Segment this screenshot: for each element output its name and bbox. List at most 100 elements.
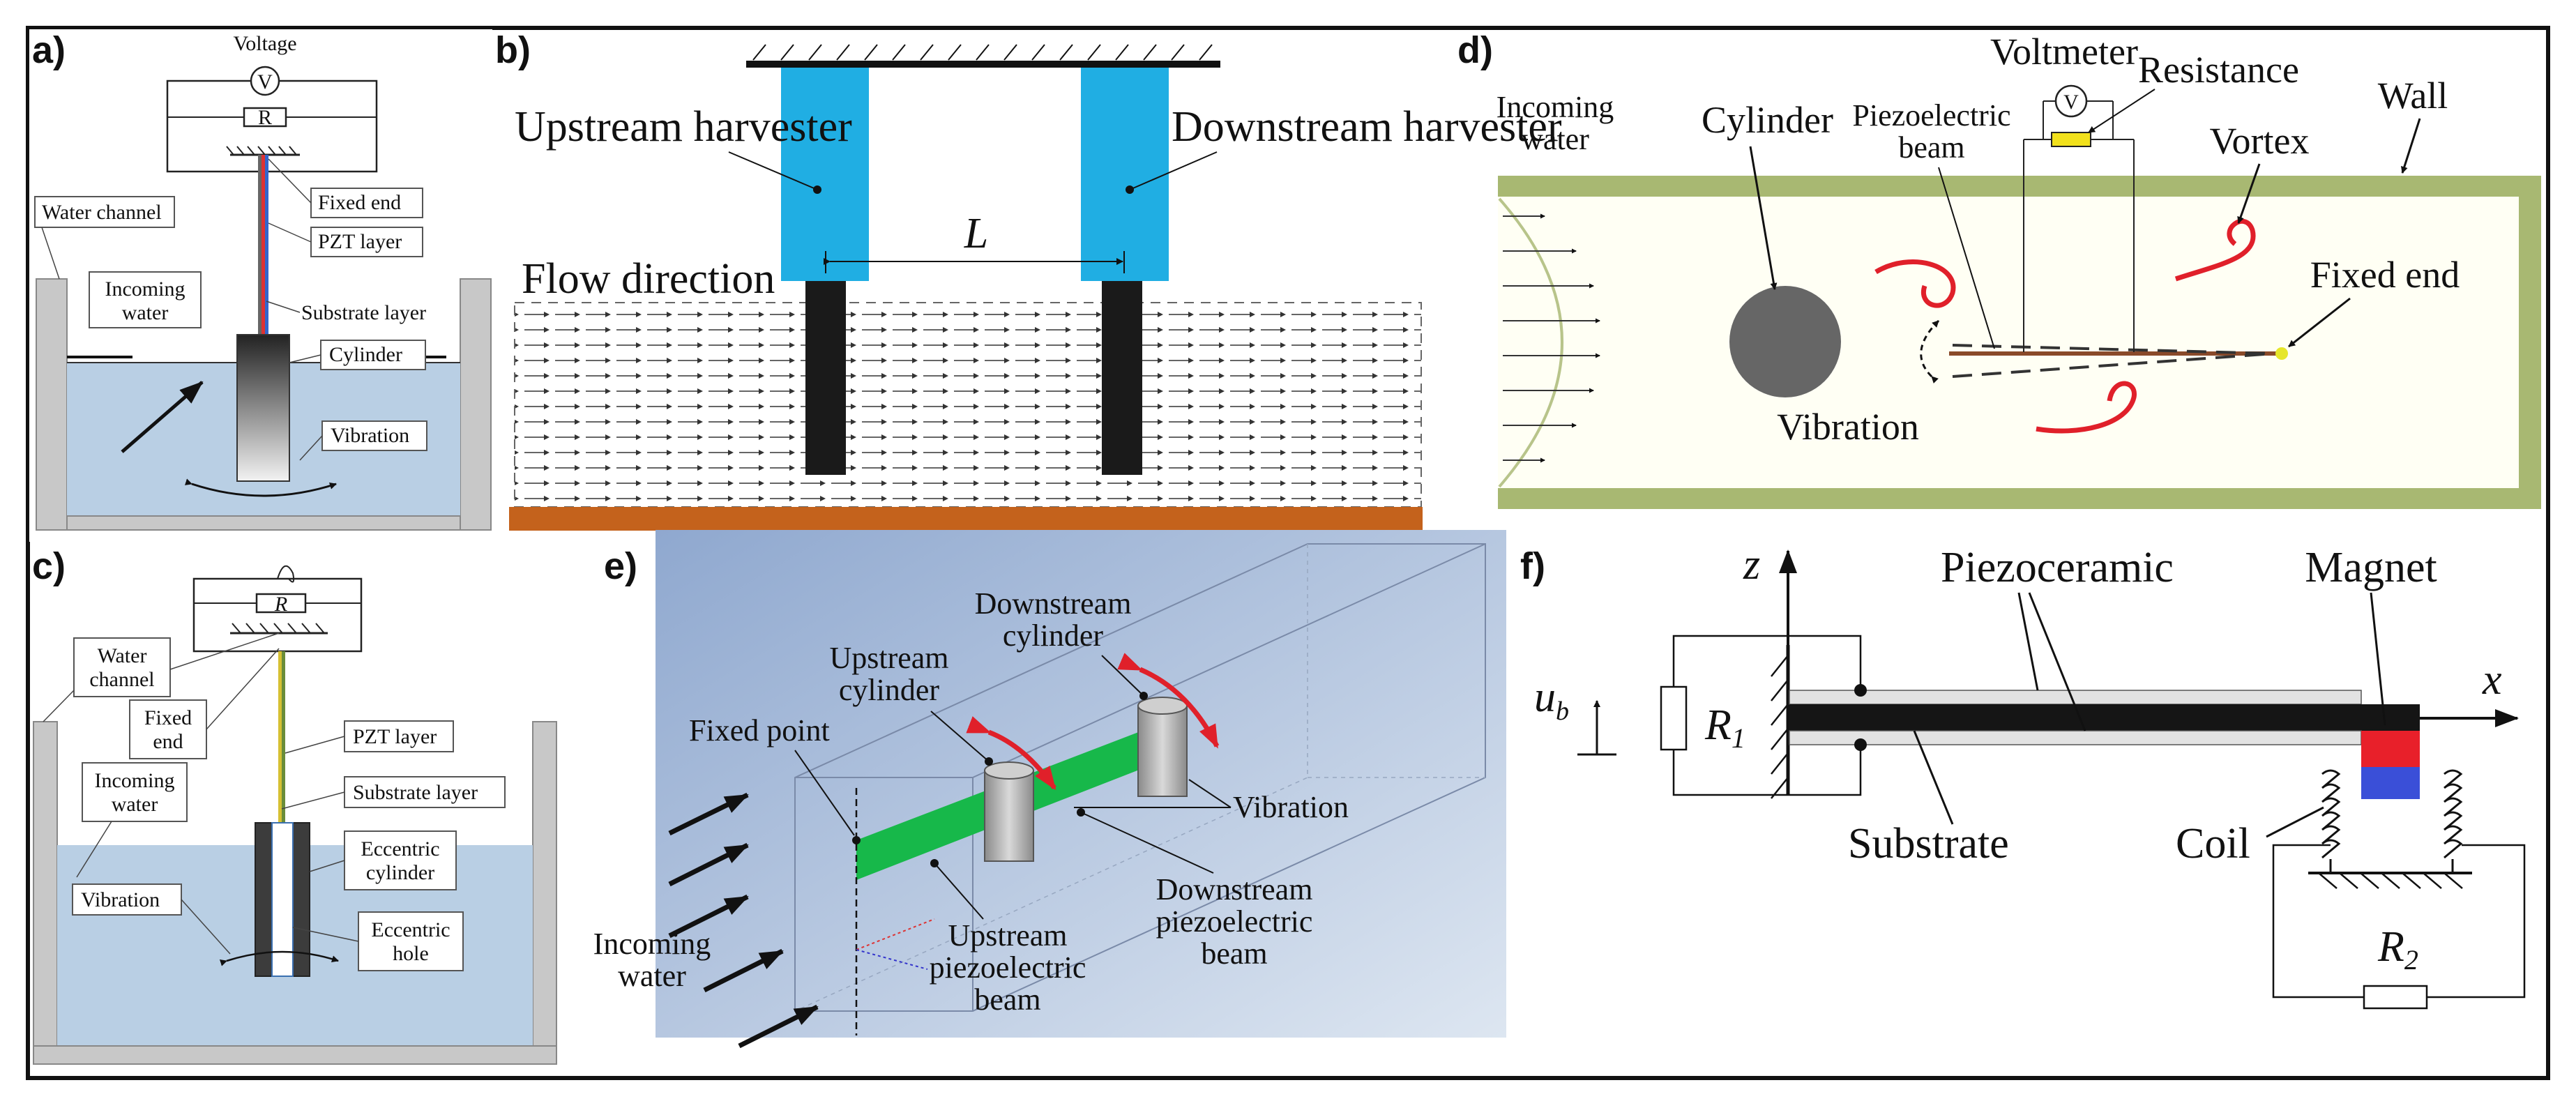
piezoceramic-label: Piezoceramic bbox=[1941, 544, 2174, 591]
resistance-icon-d bbox=[2051, 132, 2091, 147]
channel-wall-left-c bbox=[33, 721, 58, 1063]
panel-e: e) Downstream cylinder Upstr bbox=[593, 530, 1506, 1049]
incoming-water-d-line1: Incoming bbox=[1497, 90, 1614, 124]
panel-f-label: f) bbox=[1520, 545, 1545, 587]
downstream-beam-e-line3: beam bbox=[1201, 936, 1267, 971]
incoming-water-box-c bbox=[82, 762, 188, 822]
flow-field-b bbox=[514, 302, 1422, 508]
downstream-cylinder-e-line2: cylinder bbox=[1003, 618, 1104, 653]
downstream-beam-e-line2: piezoelectric bbox=[1156, 904, 1313, 939]
coil-label: Coil bbox=[2176, 820, 2250, 867]
wall-top-d bbox=[1498, 176, 2541, 197]
fixed-end-box-c bbox=[129, 699, 207, 759]
wall-label: Wall bbox=[2378, 75, 2448, 116]
water-channel-box-a bbox=[34, 196, 175, 228]
vibration-arrow-e1 bbox=[966, 716, 1056, 791]
magnet-blue bbox=[2361, 767, 2420, 799]
resistor-icon bbox=[243, 107, 287, 128]
resistor-r2-icon bbox=[2363, 985, 2428, 1010]
vibration-box-c bbox=[72, 883, 182, 916]
pzt-box-c bbox=[344, 720, 454, 752]
fixed-end-dot-d bbox=[2275, 347, 2288, 360]
water-channel-c-line1: Water bbox=[98, 644, 147, 667]
fixed-end-c-line2: end bbox=[153, 730, 183, 753]
velocity-profile bbox=[1498, 197, 1563, 488]
fixed-point-label: Fixed point bbox=[689, 713, 830, 747]
downstream-cylinder-e bbox=[1137, 705, 1188, 797]
vibration-label-c: Vibration bbox=[81, 888, 160, 911]
voltmeter-symbol: V bbox=[257, 70, 273, 93]
upstream-bluff-body bbox=[805, 281, 846, 475]
vibration-label-a: Vibration bbox=[331, 424, 409, 447]
incoming-water-c-line1: Incoming bbox=[95, 769, 175, 792]
eccentric-cylinder-c-line1: Eccentric bbox=[361, 837, 439, 860]
cylinder-a bbox=[236, 334, 290, 482]
cylinder-box-a bbox=[320, 340, 426, 370]
incoming-water-c-line2: water bbox=[112, 793, 158, 816]
panel-c-label: c) bbox=[32, 545, 66, 587]
pzt-label-a: PZT layer bbox=[318, 230, 402, 253]
panel-c: c) R Water channel Fixed end Incoming wa… bbox=[32, 545, 557, 1065]
downstream-harvester-block bbox=[1081, 68, 1169, 281]
vibration-arrow-e2 bbox=[1117, 653, 1220, 749]
panel-f: f) z x R1 ub R2 bbox=[1520, 541, 2526, 1010]
downstream-harvester-label: Downstream harvester bbox=[1172, 103, 1562, 151]
wall-bottom-d bbox=[1498, 488, 2541, 509]
water-channel-c-line2: channel bbox=[89, 668, 154, 691]
piezoceramic-top bbox=[1789, 690, 2362, 705]
panel-b-label: b) bbox=[495, 29, 531, 71]
pzt-label-c: PZT layer bbox=[353, 725, 437, 748]
vortex-label: Vortex bbox=[2210, 120, 2310, 162]
fixed-end-label-a: Fixed end bbox=[318, 191, 401, 214]
voltmeter-symbol-d: V bbox=[2063, 91, 2079, 114]
ub-label: ub bbox=[1534, 674, 1569, 726]
channel-wall-right bbox=[460, 278, 492, 531]
substrate-label-a: Substrate layer bbox=[301, 301, 426, 324]
voltmeter-icon bbox=[250, 66, 280, 96]
panel-d-label: d) bbox=[1457, 29, 1493, 71]
figure-frame bbox=[26, 26, 2550, 1080]
z-axis-label: z bbox=[1743, 541, 1760, 589]
incoming-water-a-line2: water bbox=[122, 301, 169, 324]
piezo-beam-d-line2: beam bbox=[1898, 130, 1964, 165]
substrate-label-c: Substrate layer bbox=[353, 781, 478, 804]
vibration-box-a bbox=[321, 420, 427, 451]
r2-label: R2 bbox=[2377, 923, 2418, 976]
vibration-label-e: Vibration bbox=[1233, 790, 1349, 824]
x-axis-label: x bbox=[2482, 656, 2502, 704]
substrate-beam bbox=[1789, 704, 2420, 731]
r1-label: R1 bbox=[1704, 701, 1745, 754]
voltage-label: Voltage bbox=[233, 32, 296, 55]
resistor-symbol: R bbox=[258, 106, 272, 129]
cylinder-label-a: Cylinder bbox=[329, 343, 402, 366]
upstream-cylinder-e-line2: cylinder bbox=[839, 673, 940, 707]
eccentric-cylinder-c-line2: cylinder bbox=[366, 861, 434, 884]
downstream-beam-e-line1: Downstream bbox=[1156, 872, 1313, 906]
vibration-label-d: Vibration bbox=[1777, 406, 1919, 448]
panel-e-label: e) bbox=[604, 545, 637, 587]
downstream-cylinder-e-line1: Downstream bbox=[975, 586, 1132, 621]
fixed-end-c-line1: Fixed bbox=[144, 706, 192, 729]
substrate-label-f: Substrate bbox=[1848, 820, 2009, 867]
panel-d: d) V Voltmet bbox=[1457, 29, 2541, 509]
magnet-label: Magnet bbox=[2305, 544, 2437, 591]
upstream-beam-e-line1: Upstream bbox=[948, 918, 1067, 953]
panel-a-label: a) bbox=[32, 29, 66, 71]
incoming-water-arrow-a bbox=[121, 381, 204, 453]
panel-a: a) Voltage V R Water channel Fixed end bbox=[29, 29, 492, 542]
incoming-water-e-line1: Incoming bbox=[593, 927, 711, 961]
upstream-beam-e-line3: beam bbox=[974, 982, 1040, 1017]
wall-right-d bbox=[2519, 176, 2541, 509]
panel-b: b) Upstream harvester Downstream harvest… bbox=[495, 29, 1562, 531]
upstream-cylinder-e-line1: Upstream bbox=[829, 641, 948, 675]
incoming-water-d-line2: water bbox=[1521, 122, 1589, 156]
upstream-harvester-block bbox=[781, 68, 869, 281]
upstream-harvester-label: Upstream harvester bbox=[515, 103, 852, 151]
voltmeter-label: Voltmeter bbox=[1990, 31, 2138, 73]
cylinder-label-d: Cylinder bbox=[1702, 99, 1833, 141]
water-channel-box-c bbox=[73, 637, 171, 697]
upstream-cylinder-e bbox=[984, 770, 1034, 862]
eccentric-hole-c-line2: hole bbox=[393, 942, 429, 965]
water-channel-label-a: Water channel bbox=[42, 201, 162, 224]
